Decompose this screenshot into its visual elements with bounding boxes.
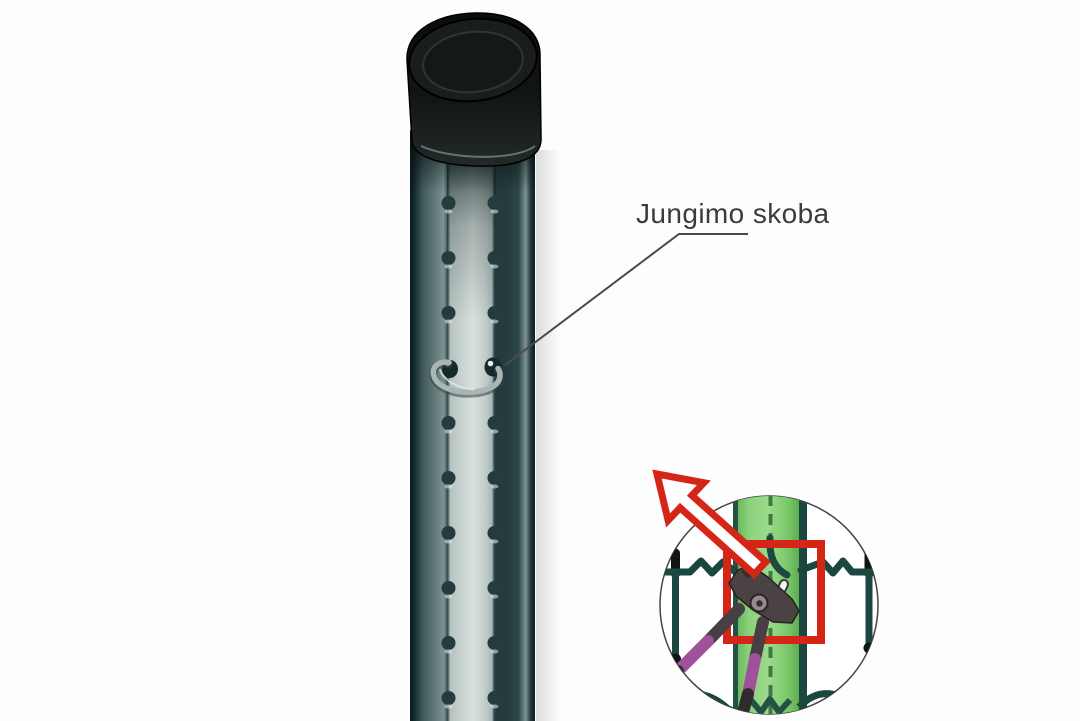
leader-line [504,233,748,366]
cap-bottom-highlight [420,145,536,158]
inset-band-right-wire [799,496,807,714]
detail-inset [652,469,879,715]
connection-clip [429,359,505,398]
post-notches [441,196,502,705]
post-notch-highlights [444,209,499,709]
post-drop-shadow [536,150,560,721]
highlight-box [723,540,825,644]
fence-post [406,12,560,721]
zoom-arrow-icon [652,469,771,580]
callout-label: Jungimo skoba [636,198,830,229]
cap-inner-ring [422,30,524,94]
post-cap [406,12,542,167]
